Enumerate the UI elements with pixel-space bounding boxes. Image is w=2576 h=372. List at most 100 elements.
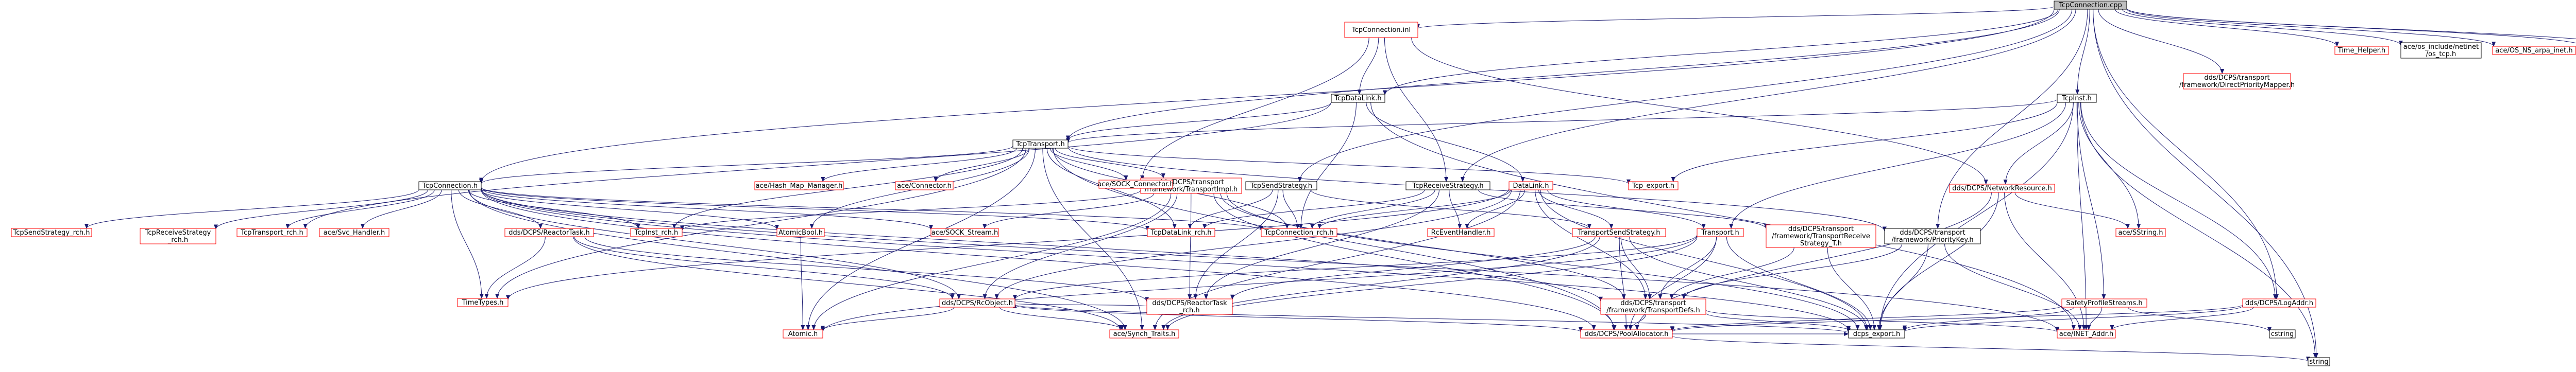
node-atomic-h[interactable]: Atomic.h (783, 329, 823, 339)
node-root[interactable]: TcpConnection.cpp (2054, 1, 2127, 10)
edge-rcobject-to-pooalloc (1014, 305, 1583, 332)
node-atomicbool[interactable]: AtomicBool.h (776, 228, 825, 237)
node-netres[interactable]: dds/DCPS/NetworkResource.h (1949, 184, 2055, 193)
node-box (1098, 180, 1173, 189)
node-box (1427, 228, 1495, 237)
node-reactortask[interactable]: dds/DCPS/ReactorTask.h (504, 228, 594, 237)
edge-tcpinst_h-to-ace_sstring (2078, 102, 2141, 229)
node-ace-sstring[interactable]: ace/SString.h (2115, 228, 2166, 237)
node-label: cstring (2271, 330, 2294, 338)
node-ace-connector[interactable]: ace/Connector.h (895, 181, 954, 190)
node-tcpinst-rch[interactable]: TcpInst_rch.h (630, 228, 683, 237)
node-time-hrr[interactable]: Time_Helper.h (2334, 46, 2389, 55)
edge-tcpinst_h-to-ace_inet_addr (2076, 102, 2089, 330)
edge-transportimpl-to-dcps_export (1226, 193, 1860, 330)
edge-transport_h-to-pooalloc (1628, 236, 1717, 330)
node-box (754, 181, 844, 190)
node-dcps-loghelper[interactable]: dds/DCPS/LogAddr.h (2242, 298, 2316, 308)
node-label: TcpDataLink.h (1334, 95, 1381, 102)
edge-transportimpl-to-tcpinst_rch (680, 190, 1141, 231)
node-sock-conn[interactable]: ace/SOCK_Connector.h (1097, 180, 1174, 189)
node-label: _rch.h (1179, 307, 1199, 314)
edge-transportimpl-to-pooalloc (1213, 193, 1617, 330)
node-direct-prio[interactable]: dds/DCPS/transport/framework/DirectPrior… (2179, 73, 2295, 90)
node-tcptransport-rch[interactable]: TcpTransport_rch.h (236, 228, 308, 237)
edge-safety_profile-to-dcps_export (1903, 307, 2075, 331)
node-label: ace/Hash_Map_Manager.h (756, 182, 843, 190)
edge-tcpconnection_h-to-tcpsendstrat_rch (84, 189, 419, 229)
node-label: TimeTypes.h (462, 299, 504, 307)
node-datalink-h[interactable]: DataLink.h (1509, 181, 1553, 190)
node-ace-svc-handler[interactable]: ace/Svc_Handler.h (319, 228, 389, 237)
node-box (1848, 329, 1905, 339)
node-box (1147, 228, 1215, 237)
node-ace-sock-stream[interactable]: ace/SOCK_Stream.h (930, 228, 999, 237)
node-transport-h[interactable]: Transport.h (1697, 228, 1744, 237)
node-label: ace/Svc_Handler.h (324, 229, 385, 237)
node-box (2061, 298, 2147, 308)
edge-transport_h-to-transport_defs (1658, 236, 1717, 299)
node-transportsendstrat[interactable]: TransportSendStrategy.h (1572, 228, 1666, 237)
node-label: TcpConnection.inl (1351, 26, 1411, 34)
node-tcpconnection-h[interactable]: TcpConnection.h (418, 181, 482, 190)
node-transport-defs[interactable]: dds/DCPS/transport/framework/TransportDe… (1600, 298, 1706, 315)
node-tcp-export[interactable]: Tcp_export.h (1628, 181, 1679, 190)
node-pooalloc[interactable]: dds/DCPS/PoolAllocator.h (1580, 329, 1673, 339)
node-tcptransport-h[interactable]: TcpTransport.h (1012, 139, 1069, 149)
node-rcobject[interactable]: dds/DCPS/RcObject.h (939, 298, 1015, 308)
node-tcprecvstrat-h[interactable]: TcpReceiveStrategy.h (1405, 181, 1490, 190)
edge-tcpinst_h-to-tcptransport_h (1066, 99, 2058, 144)
node-tcpinst-h[interactable]: TcpInst.h (2057, 94, 2097, 103)
edge-tcptransport_h-to-atomic_h (806, 148, 1036, 330)
edge-atomicbool-to-atomic_h (800, 236, 805, 330)
edge-transportsendstrat-to-dcps_export (1629, 236, 1869, 330)
node-ace-inet-addr[interactable]: ace/INET_Addr.h (2057, 329, 2116, 339)
node-tcpsendstrat-rch[interactable]: TcpSendStrategy_rch.h (11, 228, 92, 237)
edge-reactortask-to-rcobject (574, 236, 955, 299)
node-hash-map[interactable]: ace/Hash_Map_Manager.h (754, 181, 844, 190)
node-reactortask-rch[interactable]: dds/DCPS/ReactorTask_rch.h (1146, 298, 1233, 315)
node-tcpsendstrat-h[interactable]: TcpSendStrategy.h (1245, 181, 1317, 190)
edge-tcprecvstrat_h-to-reactortask_rch (1204, 189, 1439, 299)
node-box (2054, 1, 2127, 10)
edge-tcpinst_h-to-tcp_export (1671, 102, 2058, 182)
node-ace-synch-traits[interactable]: ace/Synch_Traits.h (1109, 329, 1179, 339)
node-label: TcpTransport.h (1015, 140, 1065, 148)
node-tcpconn-rch[interactable]: TcpConnection_rch.h (1261, 228, 1337, 237)
node-tcprecvstrat-rch[interactable]: TcpReceiveStrategy_rch.h (140, 228, 216, 244)
node-string[interactable]: string (2308, 357, 2330, 366)
edge-tcpconn_inl-to-sock_conn (1140, 37, 1369, 181)
node-box (1109, 329, 1179, 339)
node-rceventhandler[interactable]: RcEventHandler.h (1427, 228, 1495, 237)
node-label: /framework/PriorityKey.h (1891, 236, 1973, 244)
node-transportimpl[interactable]: dds/DCPS/transport/framework/TransportIm… (1140, 178, 1242, 194)
node-priority-key[interactable]: dds/DCPS/transport/framework/PriorityKey… (1884, 228, 1981, 244)
node-label: Atomic.h (788, 330, 818, 338)
node-tcpdatalink-rch[interactable]: TcpDataLink_rch.h (1147, 228, 1215, 237)
edge-datalink_h-to-dcps_export (1540, 189, 1869, 330)
node-tcpdatalink-h[interactable]: TcpDataLink.h (1331, 94, 1385, 103)
node-box (2334, 46, 2389, 55)
node-tcpconn-inl[interactable]: TcpConnection.inl (1344, 22, 1418, 38)
edge-transport_recvstrat_t-to-transport_defs (1669, 247, 1794, 299)
node-label: TcpSendStrategy_rch.h (13, 229, 90, 237)
edge-tcptransport_h-to-tcpconnection_h (479, 146, 1013, 184)
edge-transport_recvstrat_t-to-dcps_export (1827, 247, 1876, 330)
node-ace-os-arpa[interactable]: ace/OS_NS_arpa_inet.h (2492, 46, 2576, 55)
edge-priority_key-to-dcps_export (1877, 243, 1928, 330)
edge-tcpconnection_h-to-timetypes (451, 189, 484, 299)
node-box (11, 228, 92, 237)
node-cstring[interactable]: cstring (2269, 329, 2296, 339)
node-transport-recvstrat-t[interactable]: dds/DCPS/transport/framework/TransportRe… (1766, 224, 1876, 248)
node-safety-profile[interactable]: SafetyProfileStreams.h (2061, 298, 2147, 308)
edge-tcpinst_h-to-safety_profile (2077, 102, 2106, 299)
node-label: ace/SOCK_Connector.h (1097, 181, 1174, 188)
edge-tcpconnection_h-to-tcpdatalink_rch (481, 187, 1149, 231)
node-ace-os-tcp[interactable]: ace/os_include/netinet/os_tcp.h (2400, 42, 2482, 59)
edge-tcprecvstrat_h-to-tcpconn_rch (1310, 189, 1435, 229)
node-dcps-export[interactable]: dcps_export.h (1848, 329, 1905, 339)
node-box (1012, 139, 1069, 149)
node-timetypes[interactable]: TimeTypes.h (457, 298, 509, 307)
node-label: ace/os_include/netinet (2403, 43, 2479, 51)
edge-transportsendstrat-to-reactortask_rch (1230, 236, 1596, 300)
